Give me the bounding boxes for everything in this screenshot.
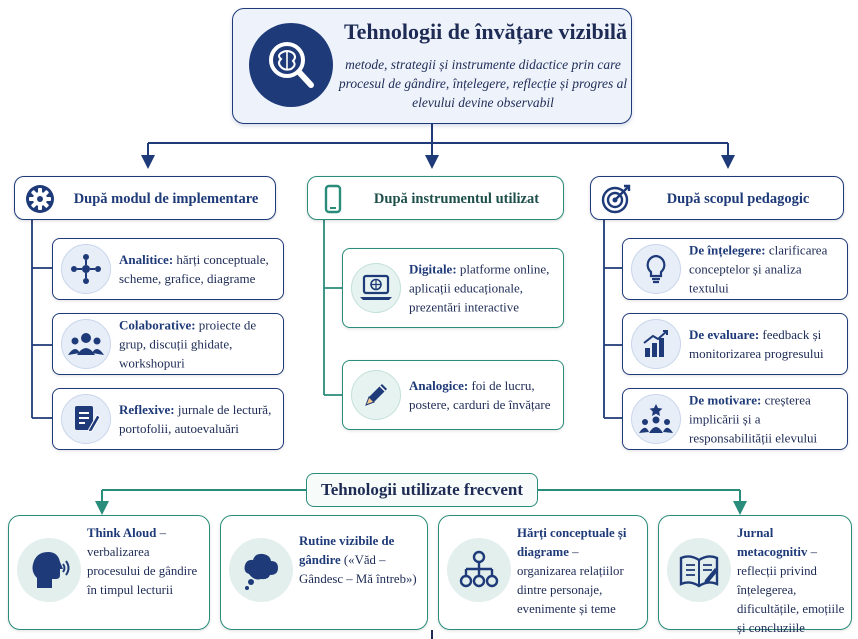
item-term: Rutine vizibile de gândire — [299, 534, 395, 567]
category-label: După scopul pedagogic — [666, 191, 810, 207]
item-analogice: Analogice: foi de lucru, postere, cardur… — [342, 360, 564, 430]
item-term: Digitale: — [409, 261, 457, 277]
item-text: jurnale de lectură, portofolii, autoeval… — [119, 402, 272, 436]
category-purpose: După scopul pedagogic — [590, 176, 844, 220]
item-intelegere: De înțelegere: clarificarea conceptelor … — [622, 238, 848, 300]
item-text: foi de lucru, postere, carduri de învăța… — [409, 378, 551, 412]
item-text: – organizarea relațiilor dintre personaj… — [517, 545, 624, 616]
item-text: proiecte de grup, discuții ghidate, work… — [119, 317, 257, 371]
item-motivare: De motivare: creșterea implicării și a r… — [622, 388, 848, 450]
network-icon — [61, 244, 111, 294]
item-term: Jurnal metacognitiv — [737, 526, 808, 559]
page-title: Tehnologii de învățare vizibilă — [344, 19, 627, 44]
category-label: După instrumentul utilizat — [373, 191, 540, 207]
item-text: – reflecții privind înțelegerea, dificul… — [737, 545, 845, 635]
gear-icon — [23, 182, 57, 216]
item-reflexive: Reflexive: jurnale de lectură, portofoli… — [52, 388, 284, 450]
item-term: Analitice: — [119, 252, 174, 267]
item-term: Hărți conceptuale și diagrame — [517, 526, 627, 559]
category-implementation: După modul de implementare — [14, 176, 276, 220]
item-term: Analogice: — [409, 378, 469, 393]
item-text: creșterea implicării și a responsabilită… — [689, 392, 818, 446]
tech-harti-conceptuale: Hărți conceptuale și diagrame – organiza… — [438, 515, 648, 630]
target-icon — [599, 182, 633, 216]
item-text: – verbalizarea procesului de gândire în … — [87, 526, 198, 597]
page-description: metode, strategii și instrumente didacti… — [338, 57, 628, 110]
item-term: Reflexive: — [119, 402, 175, 417]
speaking-head-icon — [17, 538, 81, 602]
category-label: După modul de implementare — [73, 191, 259, 207]
pencil-icon — [351, 370, 401, 420]
team-star-icon — [631, 394, 681, 444]
item-analitice: Analitice: hărți conceptuale, scheme, gr… — [52, 238, 284, 300]
main-concept-box: Tehnologii de învățare vizibilă metode, … — [232, 8, 632, 124]
document-pen-icon — [61, 394, 111, 444]
item-text: platforme online, aplicații educaționale… — [409, 261, 550, 315]
item-term: Colaborative: — [119, 317, 196, 333]
laptop-globe-icon — [351, 263, 401, 313]
item-digitale: Digitale: platforme online, aplicații ed… — [342, 248, 564, 328]
item-text: clarificarea conceptelor și analiza text… — [689, 242, 828, 296]
hierarchy-icon — [447, 538, 511, 602]
brain-magnifier-icon — [249, 23, 333, 107]
lightbulb-icon — [631, 244, 681, 294]
frequent-title: Tehnologii utilizate frecvent — [306, 473, 538, 507]
category-instrument: După instrumentul utilizat — [307, 176, 564, 220]
tech-think-aloud: Think Aloud – verbalizarea procesului de… — [8, 515, 210, 630]
item-term: Think Aloud — [87, 526, 157, 540]
bar-chart-icon — [631, 319, 681, 369]
group-icon — [61, 319, 111, 369]
open-book-icon — [667, 538, 731, 602]
item-colaborative: Colaborative: proiecte de grup, discuții… — [52, 313, 284, 375]
item-evaluare: De evaluare: feedback și monitorizarea p… — [622, 313, 848, 375]
item-text: feedback și monitorizarea progresului — [689, 327, 824, 361]
item-text: hărți conceptuale, scheme, grafice, diag… — [119, 252, 269, 286]
tech-jurnal-metacognitiv: Jurnal metacognitiv – reflecții privind … — [658, 515, 852, 635]
thought-cloud-icon — [229, 538, 293, 602]
item-text: («Văd – Gândesc – Mă întreb») — [299, 553, 417, 586]
item-term: De motivare: — [689, 392, 762, 408]
item-term: De evaluare: — [689, 327, 760, 342]
item-term: De înțelegere: — [689, 242, 766, 258]
tech-rutine-vizibile: Rutine vizibile de gândire («Văd – Gânde… — [220, 515, 428, 630]
phone-icon — [316, 182, 350, 216]
